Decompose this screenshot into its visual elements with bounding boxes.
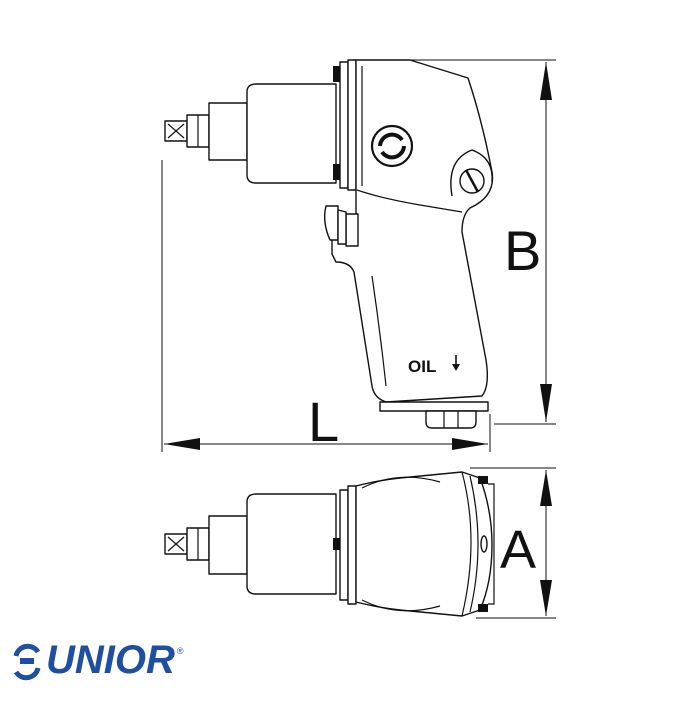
rear-block-bottom: [478, 604, 488, 612]
dimension-l: L: [161, 160, 491, 453]
top-view: [164, 471, 495, 617]
air-inlet: [379, 401, 489, 429]
registered-mark: ®: [176, 646, 184, 656]
dimension-b: B: [410, 59, 556, 425]
brand-logo: UNIOR ®: [46, 640, 184, 680]
trigger: [323, 205, 359, 247]
flange-top-2: [347, 485, 357, 605]
oil-arrow-icon: [452, 355, 460, 371]
dimension-label-l: L: [308, 390, 339, 453]
brand-name: UNIOR: [46, 638, 175, 682]
bolt-bottom: [333, 164, 340, 180]
flange-ring-2: [347, 59, 357, 191]
flange-ring: [339, 61, 349, 189]
bolt-top: [333, 66, 340, 82]
dimension-a: A: [470, 467, 556, 619]
hammer-case-top: [246, 493, 337, 595]
dimension-label-b: B: [504, 219, 541, 282]
unior-logo-icon: [13, 643, 41, 681]
body-top: [355, 471, 493, 617]
hammer-case: [246, 83, 337, 184]
oil-label: OIL: [408, 357, 436, 376]
regulator-knob: [450, 149, 493, 197]
bolt-top-view: [333, 538, 340, 550]
dimension-label-a: A: [500, 520, 536, 580]
body-logo-icon: [370, 124, 414, 168]
nose-top: [208, 515, 248, 575]
square-drive-top: [164, 527, 210, 561]
nose-housing: [208, 102, 248, 161]
flange-top: [339, 489, 349, 601]
rear-block-top: [478, 476, 488, 484]
square-drive-side: [164, 114, 210, 148]
side-view: OIL: [164, 59, 494, 429]
